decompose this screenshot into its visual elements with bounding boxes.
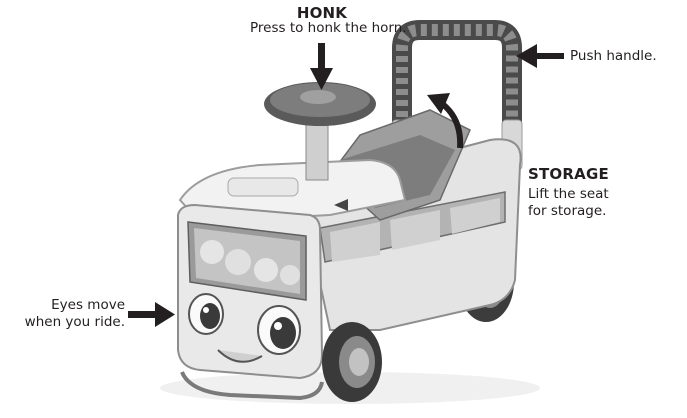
honk-title: HONK — [296, 4, 348, 22]
honk-arrow — [310, 43, 333, 90]
steering-wheel — [264, 82, 376, 181]
eyes-line-1: Eyes move — [51, 297, 125, 313]
storage-arrow — [427, 93, 464, 149]
storage-title: STORAGE — [528, 165, 609, 183]
front-wheel — [322, 322, 382, 402]
eyes-line-2: when you ride. — [24, 314, 125, 330]
push-handle-arrow — [516, 44, 564, 68]
eyes-arrow — [128, 302, 175, 327]
toy-body — [177, 109, 522, 401]
storage-line-1: Lift the seat — [528, 186, 609, 202]
storage-line-2: for storage. — [528, 203, 607, 219]
push-handle-label: Push handle. — [570, 48, 657, 64]
eyes — [188, 293, 301, 355]
honk-description: Press to honk the horn. — [250, 20, 407, 36]
smile — [217, 349, 263, 363]
